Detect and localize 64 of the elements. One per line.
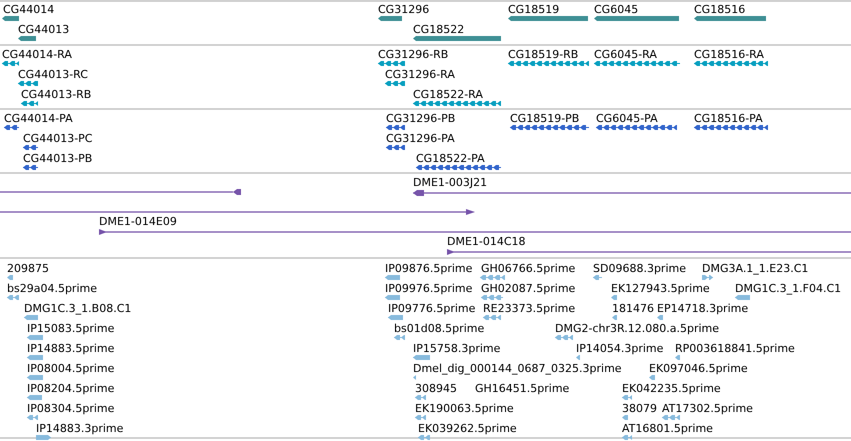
est-name: Dmel_dig_000144_0687_0325.3prime xyxy=(413,362,622,375)
est-name: IP15083.5prime xyxy=(27,322,114,335)
est-name: IP14054.3prime xyxy=(576,342,664,355)
protein-name: CG31296-PB xyxy=(386,112,456,125)
est-name: IP09876.5prime xyxy=(385,262,472,275)
est-name: RP003618841.5prime xyxy=(675,342,795,355)
est-name: AT17302.5prime xyxy=(662,402,753,415)
est-name: DMG1C.3_1.F04.C1 xyxy=(735,282,842,295)
est-name: IP15758.3prime xyxy=(413,342,500,355)
est-name: IP09976.5prime xyxy=(385,282,472,295)
est-name: IP14883.5prime xyxy=(27,342,114,355)
est-name: DMG3A.1_1.E23.C1 xyxy=(702,262,808,275)
transcript-name: CG44013-RB xyxy=(21,88,92,101)
clone-name: DME1-003J21 xyxy=(413,176,488,189)
est-name: AT16801.5prime xyxy=(622,422,713,435)
protein-name: CG18519-PB xyxy=(510,112,580,125)
transcript-name: CG18519-RB xyxy=(508,48,578,61)
gene-name: CG6045 xyxy=(594,3,638,16)
transcript-name: CG31296-RB xyxy=(378,48,448,61)
est-name: EK190063.5prime xyxy=(415,402,514,415)
est-name: GH16451.5prime xyxy=(475,382,570,395)
est-name: EK039262.5prime xyxy=(418,422,517,435)
gene-name: CG44014 xyxy=(3,3,54,16)
gene-name: CG18519 xyxy=(508,3,560,16)
est-name: 209875 xyxy=(7,262,49,275)
est-name: RE23373.5prime xyxy=(483,302,576,315)
est-name: DMG2-chr3R.12.080.a.5prime xyxy=(555,322,720,335)
est-name: IP09776.5prime xyxy=(388,302,476,315)
est-name: IP08204.5prime xyxy=(27,382,114,395)
est-name: 308945 xyxy=(415,382,457,395)
protein-name: CG31296-PA xyxy=(386,132,455,145)
est-name: IP14883.3prime xyxy=(36,422,124,435)
est-name: bs01d08.5prime xyxy=(394,322,484,335)
est-name: EP14718.3prime xyxy=(657,302,748,315)
protein-name: CG44013-PC xyxy=(23,132,92,145)
est-name: IP08004.5prime xyxy=(27,362,114,375)
clone-name: DME1-014C18 xyxy=(447,235,526,248)
transcript-name: CG31296-RA xyxy=(385,68,455,81)
est-name: DMG1C.3_1.B08.C1 xyxy=(24,302,132,315)
est-name: EK042235.5prime xyxy=(622,382,721,395)
est-name: EK127943.5prime xyxy=(611,282,710,295)
est-name: 181476 xyxy=(612,302,654,315)
protein-name: CG6045-PA xyxy=(596,112,658,125)
transcript-name: CG6045-RA xyxy=(594,48,657,61)
gene-name: CG18516 xyxy=(694,3,746,16)
est-name: SD09688.3prime xyxy=(593,262,686,275)
est-name: EK097046.5prime xyxy=(649,362,748,375)
protein-name: CG18516-PA xyxy=(694,112,763,125)
transcript-name: CG18516-RA xyxy=(694,48,764,61)
protein-name: CG44013-PB xyxy=(23,152,92,165)
est-name: GH02087.5prime xyxy=(481,282,576,295)
clone-name: DME1-014E09 xyxy=(99,215,177,228)
transcript-name: CG18522-RA xyxy=(413,88,483,101)
gene-name: CG18522 xyxy=(413,23,464,36)
gene-name: CG31296 xyxy=(378,3,430,16)
transcript-name: CG44014-RA xyxy=(2,48,72,61)
est-name: GH06766.5prime xyxy=(481,262,576,275)
protein-name: CG18522-PA xyxy=(416,152,485,165)
gene-name: CG44013 xyxy=(18,23,70,36)
protein-name: CG44014-PA xyxy=(4,112,73,125)
est-name: bs29a04.5prime xyxy=(7,282,97,295)
est-name: IP08304.5prime xyxy=(27,402,114,415)
est-name: 38079 xyxy=(622,402,657,415)
transcript-name: CG44013-RC xyxy=(18,68,88,81)
